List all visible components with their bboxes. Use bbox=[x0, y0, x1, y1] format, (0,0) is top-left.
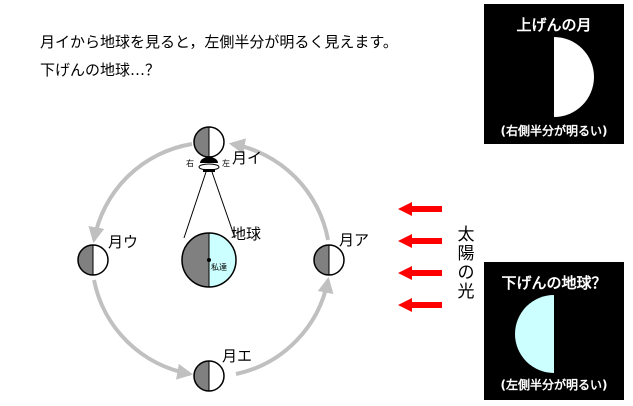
moon-u bbox=[77, 244, 109, 276]
sight-line-left bbox=[183, 171, 207, 239]
sunlight-label: 太 陽 の 光 bbox=[456, 226, 476, 302]
orbit-arrow-u-to-e bbox=[92, 279, 194, 380]
viewer-figure-icon bbox=[198, 157, 220, 172]
orbit-arrow-i-to-u bbox=[88, 142, 193, 244]
label-earth-small: 私達 bbox=[211, 263, 227, 272]
panel-moon-title: 上げんの月 bbox=[516, 16, 592, 34]
half-moon-icon bbox=[554, 37, 594, 117]
half-earth-icon bbox=[515, 295, 554, 373]
label-moon-i: 月イ bbox=[232, 149, 263, 167]
label-moon-a: 月ア bbox=[339, 231, 370, 249]
label-viewer-left: 左 bbox=[222, 159, 230, 168]
label-viewer-right: 右 bbox=[186, 159, 194, 168]
moon-e bbox=[193, 360, 225, 392]
sunlight-arrow-icon bbox=[398, 298, 442, 312]
panel-third-quarter-earth: 下げんの地球？ (左側半分が明るい) bbox=[484, 262, 624, 400]
earth bbox=[181, 232, 237, 288]
panel-earth-title: 下げんの地球？ bbox=[501, 274, 607, 292]
sunlight-arrow-icon bbox=[398, 266, 442, 280]
sunlight-arrows bbox=[398, 202, 442, 312]
label-moon-u: 月ウ bbox=[108, 233, 139, 251]
sunlight-char: 陽 bbox=[457, 244, 475, 264]
sunlight-char: 光 bbox=[457, 282, 475, 302]
sight-line-right bbox=[211, 171, 236, 239]
label-moon-e: 月エ bbox=[222, 347, 253, 365]
orbit-arrow-a-to-i bbox=[228, 138, 330, 241]
moon-i bbox=[193, 126, 225, 158]
intro-text-line-2: 下げんの地球…？ bbox=[40, 61, 161, 79]
panel-first-quarter-moon: 上げんの月 (右側半分が明るい) bbox=[484, 4, 624, 144]
panel-earth-note: (左側半分が明るい) bbox=[500, 378, 608, 392]
sunlight-char: の bbox=[457, 263, 475, 283]
intro-text-line-1: 月イから地球を見ると，左側半分が明るく見えます。 bbox=[40, 33, 398, 51]
sunlight-char: 太 bbox=[457, 225, 475, 245]
sunlight-arrow-icon bbox=[398, 202, 442, 216]
panel-moon-note: (右側半分が明るい) bbox=[500, 124, 608, 138]
moon-a bbox=[313, 244, 345, 276]
orbit-arrow-e-to-a bbox=[235, 276, 334, 376]
sunlight-arrow-icon bbox=[398, 234, 442, 248]
label-earth: 地球 bbox=[231, 225, 262, 243]
